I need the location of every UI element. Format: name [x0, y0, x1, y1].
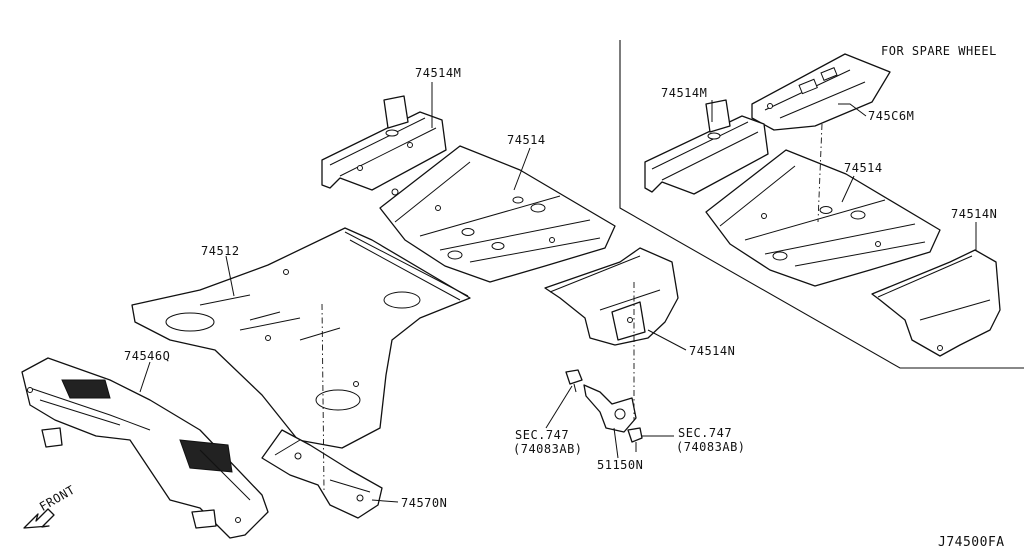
part-74514N-right: [871, 249, 1001, 357]
label-74514N-right: 74514N: [951, 207, 998, 221]
label-sec747-b-line1: SEC.747: [678, 426, 733, 440]
label-74514-left: 74514: [507, 133, 546, 147]
label-74514-right: 74514: [844, 161, 883, 175]
leader-74514-left: [513, 147, 531, 191]
variant-frame: [619, 40, 1024, 369]
bolt-right: [627, 427, 643, 452]
leader-745C6M: [838, 103, 867, 117]
leader-sec747-a: [545, 385, 573, 429]
part-74514-right: [705, 149, 941, 287]
part-74546Q: [21, 357, 269, 539]
part-745C6M: [751, 53, 891, 131]
part-74512: [131, 227, 471, 449]
label-74514M-left: 74514M: [415, 66, 462, 80]
header-note: FOR SPARE WHEEL: [881, 44, 997, 58]
label-745C6M: 745C6M: [868, 109, 915, 123]
leader-74546Q: [139, 361, 151, 393]
guide-line-c: [817, 123, 823, 223]
label-74546Q: 74546Q: [124, 349, 171, 363]
part-74514M-right: [644, 99, 769, 195]
part-74570N: [261, 429, 383, 519]
part-51150N: [583, 384, 637, 433]
label-74570N: 74570N: [401, 496, 448, 510]
label-sec747-a-line2: (74083AB): [513, 442, 583, 456]
label-74514N-left: 74514N: [689, 344, 736, 358]
label-51150N: 51150N: [597, 458, 644, 472]
part-74514N-left: [544, 247, 679, 346]
label-74512: 74512: [201, 244, 240, 258]
guide-line-a: [321, 303, 325, 491]
leader-51150N: [613, 427, 619, 459]
front-arrow: [23, 508, 55, 529]
leader-74514N-left: [647, 329, 687, 351]
label-74514M-right: 74514M: [661, 86, 708, 100]
label-sec747-a-line1: SEC.747: [515, 428, 570, 442]
leader-74512: [225, 255, 235, 297]
label-sec747-b-line2: (74083AB): [676, 440, 746, 454]
leader-74514-right: [841, 175, 855, 203]
part-74514M-left: [321, 95, 447, 191]
bolt-left: [565, 369, 583, 393]
diagram-code: J74500FA: [938, 535, 1005, 550]
part-74514-left: [379, 145, 616, 283]
leader-74570N: [371, 499, 399, 503]
